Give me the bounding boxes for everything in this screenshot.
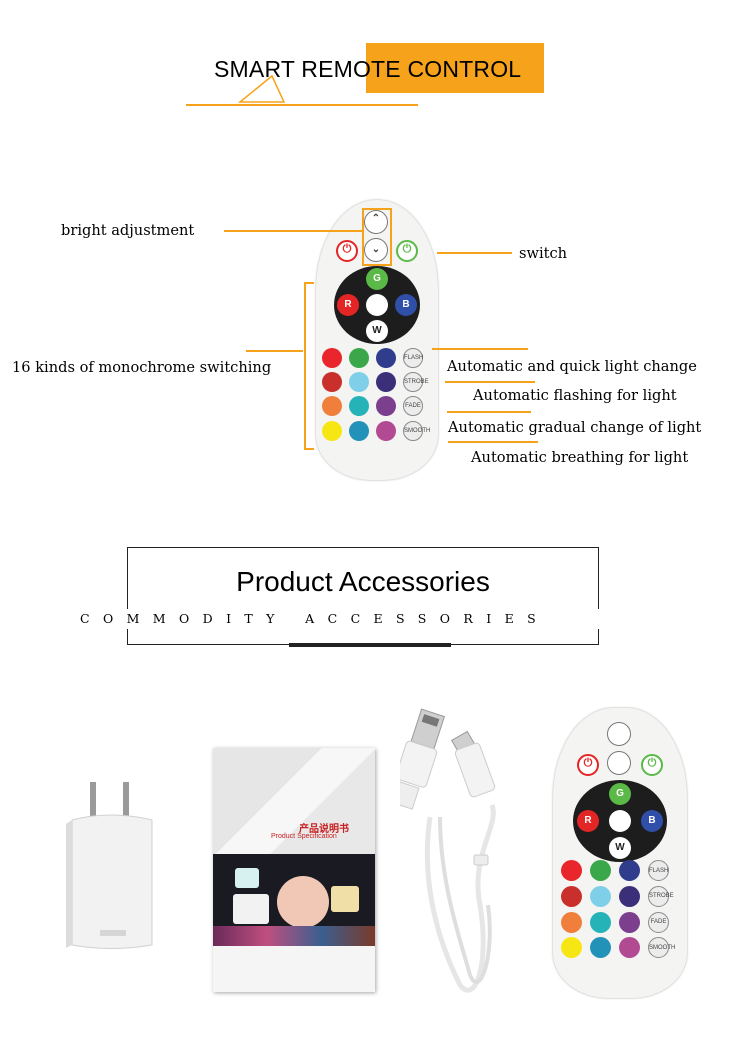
header-accent-block (366, 43, 544, 93)
dpad-green-button[interactable]: G (609, 783, 631, 805)
label-bright-adjustment: bright adjustment (61, 222, 195, 239)
bright-highlight-box (362, 208, 392, 266)
power-off-button[interactable]: ⏻ (577, 754, 599, 776)
label-strobe: Automatic flashing for light (473, 387, 677, 404)
color-wheel: G R B W (573, 780, 667, 862)
color-button[interactable] (376, 348, 396, 368)
mode-button-label: FLASH (649, 867, 669, 874)
mode-button-label: FADE (405, 403, 421, 410)
mode-button-label: FADE (650, 919, 667, 926)
mode-button-fade[interactable]: FADE (648, 911, 669, 933)
power-icon: ⏻ (583, 757, 593, 769)
color-button[interactable] (619, 885, 640, 907)
label-flash: Automatic and quick light change (447, 358, 697, 375)
dpad-white-button[interactable]: W (366, 320, 388, 342)
brightness-down-button[interactable] (607, 751, 631, 775)
color-button[interactable] (376, 396, 396, 417)
color-button[interactable] (590, 885, 611, 907)
power-icon: ⏻ (342, 243, 352, 255)
dpad-blue-button[interactable]: B (641, 810, 663, 832)
mode-button-strobe[interactable]: STROBE (403, 372, 429, 393)
brightness-down-button[interactable]: ⌄ (364, 238, 388, 262)
color-button-grid: FLASH STROBE FADE SMOOTH (322, 348, 432, 448)
dpad-white-center-button[interactable] (609, 810, 631, 832)
color-button[interactable] (590, 911, 611, 933)
header-triangle-icon (237, 74, 286, 103)
section-title-smart-remote: SMART REMOTE CONTROL (214, 56, 522, 82)
color-button[interactable] (376, 372, 396, 393)
product-manual-image: 产品说明书 Product Specification (213, 748, 375, 992)
leader-line-flash (432, 348, 528, 350)
color-button[interactable] (561, 911, 582, 933)
section-subtitle-commodity: COMMODITY ACCESSORIES (80, 611, 550, 626)
power-icon: ⏻ (402, 243, 412, 255)
monochrome-bracket (304, 282, 314, 450)
mode-button-fade[interactable]: FADE (403, 396, 423, 417)
leader-line-switch (437, 252, 512, 254)
leader-line-monochrome (246, 350, 303, 352)
color-button-grid: FLASH STROBE FADE SMOOTH (561, 860, 681, 968)
mode-button-flash[interactable]: FLASH (648, 860, 669, 881)
mode-button-smooth[interactable]: SMOOTH (648, 937, 676, 959)
color-wheel: G R B W (334, 266, 420, 344)
brightness-up-button[interactable] (607, 722, 631, 746)
remote-control-small: ⏻ ⏻ G R B W FLASH STROBE FADE SMOOTH (553, 708, 687, 998)
leader-line-strobe (445, 381, 535, 383)
power-on-button[interactable]: ⏻ (396, 240, 418, 262)
color-button[interactable] (322, 420, 342, 441)
usb-cable-image (400, 708, 496, 993)
mode-button-strobe[interactable]: STROBE (648, 885, 674, 907)
color-button[interactable] (561, 937, 582, 959)
color-button[interactable] (349, 372, 369, 393)
dpad-white-button[interactable]: W (609, 837, 631, 859)
accessories-underline-bar (289, 643, 451, 647)
color-button[interactable] (619, 860, 640, 881)
mode-button-flash[interactable]: FLASH (403, 348, 423, 368)
power-off-button[interactable]: ⏻ (336, 240, 358, 262)
brightness-up-button[interactable]: ⌃ (364, 210, 388, 234)
mode-button-label: STROBE (649, 893, 674, 900)
color-button[interactable] (590, 937, 611, 959)
color-button[interactable] (322, 348, 342, 368)
section-title-accessories: Product Accessories (236, 566, 490, 597)
mode-button-label: STROBE (404, 379, 429, 386)
dpad-white-center-button[interactable] (366, 294, 388, 316)
remote-control-large: ⌃ ⌄ ⏻ ⏻ G R B W FLASH STROBE FADE SMOOTH (316, 200, 438, 480)
label-fade: Automatic gradual change of light (448, 419, 702, 436)
leader-line-bright (224, 230, 362, 232)
dpad-blue-button[interactable]: B (395, 294, 417, 316)
color-button[interactable] (349, 420, 369, 441)
header-underline (186, 104, 418, 106)
dpad-red-button[interactable]: R (577, 810, 599, 832)
manual-title-cn: 产品说明书 (299, 824, 349, 835)
dpad-green-button[interactable]: G (366, 268, 388, 290)
color-button[interactable] (349, 396, 369, 417)
label-monochrome-switching: 16 kinds of monochrome switching (12, 359, 272, 376)
mode-button-label: SMOOTH (404, 427, 431, 434)
color-button[interactable] (561, 885, 582, 907)
power-icon: ⏻ (647, 757, 657, 769)
manual-title-en: Product Specification (271, 833, 337, 840)
label-switch: switch (519, 245, 568, 262)
color-button[interactable] (619, 911, 640, 933)
label-smooth: Automatic breathing for light (471, 449, 689, 466)
dpad-red-button[interactable]: R (337, 294, 359, 316)
subtitle-background (80, 609, 640, 629)
color-button[interactable] (349, 348, 369, 368)
mode-button-smooth[interactable]: SMOOTH (403, 420, 431, 441)
usb-power-adapter-image (66, 782, 153, 949)
power-on-button[interactable]: ⏻ (641, 754, 663, 776)
mode-button-label: SMOOTH (649, 944, 676, 951)
color-button[interactable] (376, 420, 396, 441)
color-button[interactable] (322, 396, 342, 417)
leader-line-smooth (448, 441, 538, 443)
color-button[interactable] (619, 937, 640, 959)
color-button[interactable] (561, 860, 582, 881)
leader-line-fade (447, 411, 531, 413)
mode-button-label: FLASH (404, 355, 424, 361)
color-button[interactable] (322, 372, 342, 393)
color-button[interactable] (590, 860, 611, 881)
